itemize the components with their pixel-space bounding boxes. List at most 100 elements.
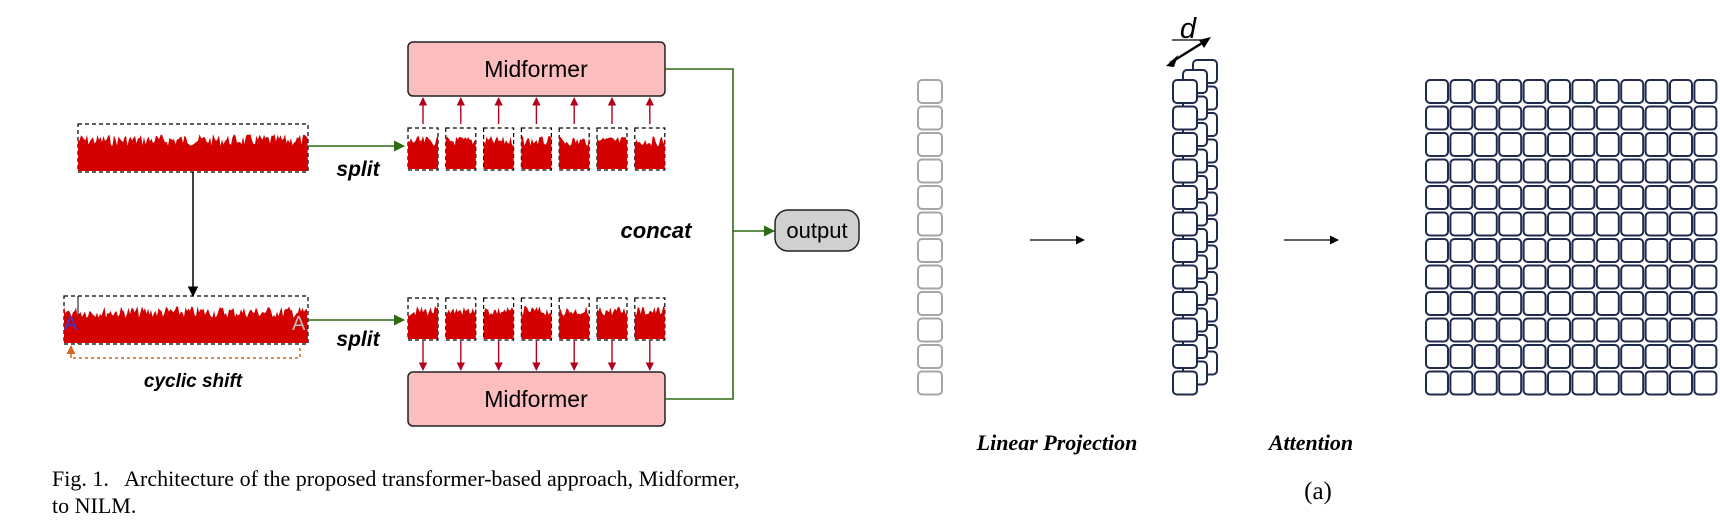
- patch-waveform-top: [634, 136, 665, 169]
- attention-cell: [1522, 105, 1547, 131]
- attention-cell: [1620, 132, 1645, 157]
- attention-cell: [1425, 79, 1449, 104]
- attention-cell: [1571, 211, 1596, 237]
- attention-cell: [1595, 185, 1620, 210]
- attention-cell: [1571, 344, 1596, 369]
- marker-letter-right: A: [292, 313, 306, 335]
- input-token: [917, 238, 943, 263]
- output-label: output: [786, 218, 847, 243]
- caption-line-2: to NILM.: [52, 493, 136, 518]
- patch-waveform-bottom: [408, 306, 438, 339]
- attention-cell: [1644, 185, 1669, 210]
- attention-cell: [1449, 344, 1474, 369]
- attention-cell: [1473, 105, 1498, 131]
- projected-token: [1172, 79, 1198, 104]
- input-token: [917, 132, 943, 157]
- attention-cell: [1669, 291, 1693, 316]
- patch-waveform-top: [445, 136, 476, 169]
- attention-cell: [1498, 370, 1523, 396]
- attention-cell: [1473, 185, 1498, 210]
- attention-cell: [1644, 211, 1669, 237]
- split-label-top: split: [336, 158, 380, 181]
- attention-cell: [1522, 211, 1547, 237]
- attention-cell: [1693, 317, 1718, 343]
- attention-cell: [1571, 185, 1596, 210]
- attention-cell: [1522, 238, 1547, 263]
- input-token: [917, 317, 943, 343]
- attention-cell: [1498, 211, 1523, 237]
- attention-cell: [1449, 291, 1474, 316]
- attention-cell: [1669, 370, 1693, 396]
- input-token: [917, 79, 943, 104]
- attention-cell: [1425, 264, 1449, 290]
- attention-cell: [1693, 105, 1718, 131]
- projected-token: [1172, 370, 1198, 396]
- input-token: [917, 158, 943, 184]
- input-token: [917, 291, 943, 316]
- attention-cell: [1644, 291, 1669, 316]
- attention-cell: [1693, 264, 1718, 290]
- attention-cell: [1498, 185, 1523, 210]
- attention-cell: [1425, 344, 1449, 369]
- patch-arrows: [418, 97, 654, 371]
- attention-cell: [1669, 211, 1693, 237]
- patch-waveform-bottom: [597, 306, 627, 339]
- input-signal-bottom: A A: [63, 295, 309, 345]
- dimension-label: d: [1180, 13, 1197, 45]
- attention-cell: [1425, 238, 1449, 263]
- attention-cell: [1547, 158, 1571, 184]
- attention-cell: [1547, 291, 1571, 316]
- attention-cell: [1522, 317, 1547, 343]
- attention-cell: [1522, 132, 1547, 157]
- attention-cell: [1620, 238, 1645, 263]
- attention-cell: [1547, 79, 1571, 104]
- attention-cell: [1595, 317, 1620, 343]
- attention-cell: [1522, 370, 1547, 396]
- attention-cell: [1693, 132, 1718, 157]
- attention-cell: [1620, 158, 1645, 184]
- attention-cell: [1473, 158, 1498, 184]
- patch-waveform-bottom: [483, 306, 514, 339]
- token-column: [917, 79, 943, 396]
- attention-cell: [1571, 105, 1596, 131]
- attention-cell: [1473, 370, 1498, 396]
- attention-cell: [1547, 264, 1571, 290]
- cyclic-shift-label: cyclic shift: [144, 371, 243, 392]
- attention-cell: [1449, 238, 1474, 263]
- attention-cell: [1425, 158, 1449, 184]
- patch-waveform-top: [521, 136, 552, 169]
- attention-cell: [1547, 238, 1571, 263]
- patch-waveform-top: [408, 136, 438, 169]
- midformer-label-top: Midformer: [484, 56, 588, 82]
- attention-cell: [1644, 79, 1669, 104]
- marker-letter-left: A: [64, 313, 78, 335]
- signal-waveform-top: [78, 134, 308, 171]
- attention-cell: [1473, 79, 1498, 104]
- figure-caption: Fig. 1. Architecture of the proposed tra…: [52, 466, 740, 518]
- linear-projection-label: Linear Projection: [976, 430, 1138, 455]
- attention-cell: [1522, 185, 1547, 210]
- attention-cell: [1498, 264, 1523, 290]
- attention-cell: [1644, 344, 1669, 369]
- attention-cell: [1595, 79, 1620, 104]
- dimension-arrowhead-left: [1166, 55, 1178, 67]
- attention-cell: [1644, 158, 1669, 184]
- attention-cell: [1498, 79, 1523, 104]
- attention-cell: [1498, 158, 1523, 184]
- projected-token: [1172, 211, 1198, 237]
- attention-cell: [1473, 238, 1498, 263]
- attention-cell: [1644, 317, 1669, 343]
- attention-cell: [1522, 291, 1547, 316]
- attention-cell: [1571, 238, 1596, 263]
- attention-cell: [1620, 79, 1645, 104]
- attention-cell: [1693, 158, 1718, 184]
- attention-cell: [1693, 344, 1718, 369]
- attention-cell: [1669, 105, 1693, 131]
- attention-cell: [1473, 264, 1498, 290]
- patch-waveform-bottom: [559, 306, 590, 339]
- input-token: [917, 105, 943, 131]
- attention-cell: [1473, 291, 1498, 316]
- concat-label: concat: [621, 218, 694, 243]
- attention-cell: [1425, 317, 1449, 343]
